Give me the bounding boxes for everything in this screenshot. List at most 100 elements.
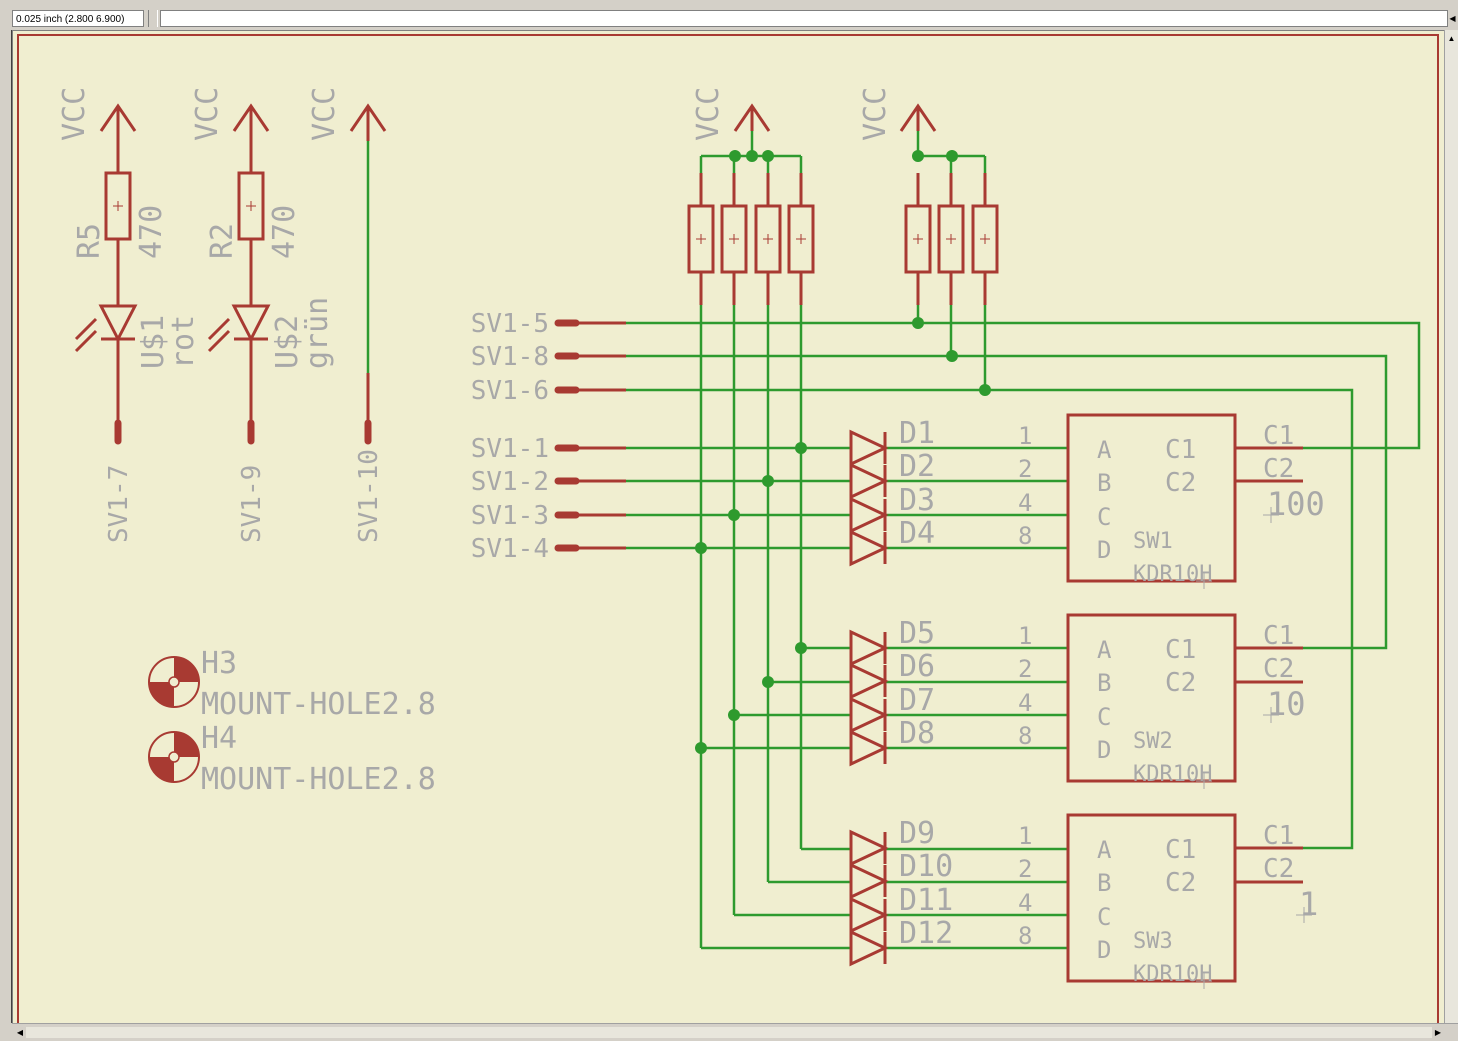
resistor-name: R5 xyxy=(72,223,107,259)
diode xyxy=(849,529,889,567)
switch-name: SW3 xyxy=(1133,929,1173,954)
chevron-right-icon[interactable]: ▶ xyxy=(1434,1028,1442,1037)
led-name: U$1 xyxy=(136,315,171,369)
sheet-frame xyxy=(17,34,1439,1023)
coordinate-readout: 0.025 inch (2.800 6.900) xyxy=(12,10,144,27)
switch-part: KDR10H xyxy=(1133,962,1212,987)
diode xyxy=(849,862,889,900)
net-label: SV1-8 xyxy=(471,342,549,372)
command-input[interactable] xyxy=(160,10,1448,27)
pin-number: 1 xyxy=(1018,622,1032,650)
input-pin-label: B xyxy=(1097,469,1111,497)
common-pin-label: C1 xyxy=(1165,635,1196,665)
diode xyxy=(849,496,889,534)
schematic-drawing[interactable]: VCC VCC VCC VCC VCC R5 470 R2 470 U$1 ro… xyxy=(13,31,1444,1023)
net-label: SV1-1 xyxy=(471,434,549,464)
diode-array xyxy=(849,429,889,967)
net-label: SV1-2 xyxy=(471,467,549,497)
pin-number: 8 xyxy=(1018,722,1032,750)
vertical-scrollbar[interactable]: ▲ xyxy=(1444,30,1458,1023)
mount-hole-h4 xyxy=(148,731,200,783)
net-label: SV1-7 xyxy=(104,465,134,543)
connector-net-labels: SV1-5 SV1-8 SV1-6 SV1-1 SV1-2 SV1-3 SV1-… xyxy=(471,309,549,564)
resistor-name: R2 xyxy=(205,223,240,259)
input-pin-label: A xyxy=(1097,636,1112,664)
led-color: grün xyxy=(300,297,335,369)
resistor-value: 470 xyxy=(134,205,169,259)
input-pin-label: D xyxy=(1097,936,1111,964)
horizontal-scrollbar[interactable]: ◀ ▶ xyxy=(12,1023,1458,1041)
input-pin-label: D xyxy=(1097,536,1111,564)
common-pin-number: C2 xyxy=(1263,654,1294,684)
resistor-value: 470 xyxy=(267,205,302,259)
common-pin-number: C2 xyxy=(1263,854,1294,884)
vcc-label: VCC xyxy=(307,87,342,141)
common-pin-number: C1 xyxy=(1263,821,1294,851)
input-pin-label: C xyxy=(1097,503,1111,531)
toolbar-grip[interactable] xyxy=(148,10,158,27)
pin-number: 1 xyxy=(1018,822,1032,850)
junction-dots xyxy=(695,150,991,754)
diode xyxy=(849,729,889,767)
vcc-labels: VCC VCC VCC VCC VCC xyxy=(57,87,893,141)
net-label: SV1-3 xyxy=(471,501,549,531)
common-pin-label: C1 xyxy=(1165,835,1196,865)
input-pin-label: B xyxy=(1097,669,1111,697)
switch-name: SW2 xyxy=(1133,729,1173,754)
chevron-up-icon[interactable]: ▲ xyxy=(1447,34,1456,43)
switch-bodies xyxy=(1066,413,1303,983)
common-pin-label: C2 xyxy=(1165,468,1196,498)
diode-name: D9 xyxy=(899,816,935,851)
symbols xyxy=(74,103,999,550)
connector-terminals xyxy=(114,319,580,552)
diode-name: D12 xyxy=(899,916,953,951)
diode xyxy=(849,429,889,467)
input-pin-label: A xyxy=(1097,836,1112,864)
pin-number: 8 xyxy=(1018,922,1032,950)
diode-name: D7 xyxy=(899,683,935,718)
vcc-label: VCC xyxy=(858,87,893,141)
net-label: SV1-10 xyxy=(354,449,384,543)
diode-name: D10 xyxy=(899,849,953,884)
diode-name: D8 xyxy=(899,716,935,751)
mount-hole-name: H4 xyxy=(201,721,237,756)
net-label: SV1-6 xyxy=(471,376,549,406)
net-label: SV1-5 xyxy=(471,309,549,339)
diode xyxy=(849,462,889,500)
common-pin-number: C1 xyxy=(1263,621,1294,651)
switch-name: SW1 xyxy=(1133,529,1173,554)
led-color: rot xyxy=(166,315,201,369)
led-name: U$2 xyxy=(270,315,305,369)
diode-name: D2 xyxy=(899,449,935,484)
switch-part: KDR10H xyxy=(1133,562,1212,587)
common-pin-number: C1 xyxy=(1263,421,1294,451)
diode xyxy=(849,929,889,967)
diode xyxy=(849,662,889,700)
mount-hole-value: MOUNT-HOLE2.8 xyxy=(201,762,436,797)
diode xyxy=(849,829,889,867)
diode-name: D5 xyxy=(899,616,935,651)
common-pin-number: C2 xyxy=(1263,454,1294,484)
diode-name: D3 xyxy=(899,483,935,518)
chevron-left-icon[interactable]: ◀ xyxy=(1449,14,1456,23)
common-pin-label: C1 xyxy=(1165,435,1196,465)
diode xyxy=(849,696,889,734)
schematic-canvas[interactable]: VCC VCC VCC VCC VCC R5 470 R2 470 U$1 ro… xyxy=(12,30,1444,1023)
diode-name: D6 xyxy=(899,649,935,684)
input-pin-label: C xyxy=(1097,903,1111,931)
diode xyxy=(849,896,889,934)
diode-name: D1 xyxy=(899,416,935,451)
mount-hole-labels: H3 MOUNT-HOLE2.8 H4 MOUNT-HOLE2.8 xyxy=(201,646,436,797)
pin-number: 2 xyxy=(1018,455,1032,483)
vcc-label: VCC xyxy=(190,87,225,141)
scrollbar-track[interactable] xyxy=(26,1027,1432,1038)
pin-number: 8 xyxy=(1018,522,1032,550)
switch-part: KDR10H xyxy=(1133,762,1212,787)
pin-number: 4 xyxy=(1018,889,1032,917)
switch-value-label: 100 xyxy=(1267,485,1325,523)
vcc-label: VCC xyxy=(691,87,726,141)
chevron-left-icon[interactable]: ◀ xyxy=(16,1028,24,1037)
resistor-marks xyxy=(113,201,990,244)
left-window-border xyxy=(0,30,12,1023)
